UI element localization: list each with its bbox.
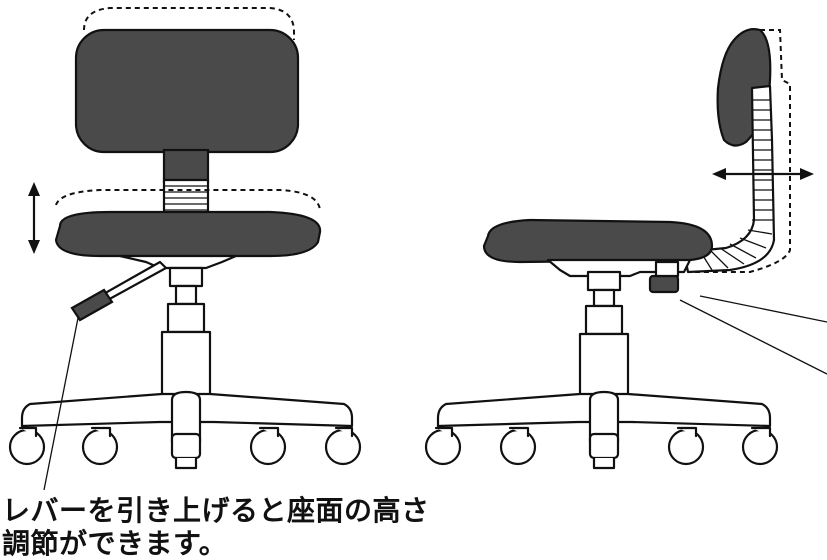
front-caster-center [170,432,202,470]
side-caster-center [588,432,620,470]
side-seat [482,218,714,264]
front-leg-center [170,390,202,444]
front-lever-grip [70,288,114,322]
callout-line-lower [679,299,827,375]
front-cylinder-top [168,266,204,288]
front-lever [98,260,168,304]
front-seat-raised-outline [55,189,321,211]
front-backrest [74,28,300,154]
front-cylinder-mid [174,284,198,306]
front-caster-3 [249,428,287,466]
side-caster-1 [424,428,462,466]
front-caster-4 [324,428,362,466]
side-cylinder-upper [584,304,624,336]
side-caster-3 [667,428,705,466]
depth-arrow-icon [712,168,814,180]
callout-line-upper [699,295,827,323]
caption: レバーを引き上げると座面の高さ 調節ができます。 [2,494,430,560]
side-caster-2 [499,428,537,466]
front-caster-2 [81,428,119,466]
side-spring-ribs [699,99,773,271]
caption-line-1: レバーを引き上げると座面の高さ [2,494,430,527]
side-cylinder-mid [592,288,616,308]
front-backrest-column [162,148,210,184]
front-cylinder-body [160,330,212,400]
front-seat-mechanism [118,254,238,270]
side-caster-4 [741,428,779,466]
side-cylinder-top [586,270,622,292]
front-chair-illustration [8,7,362,491]
front-cylinder-upper [166,302,206,334]
height-arrow-icon [28,182,40,254]
side-cylinder-body [578,332,630,402]
side-chair-illustration [424,28,827,470]
caption-line-2: 調節ができます。 [2,527,228,560]
front-backrest-raised-outline [83,7,295,40]
side-backrest-raised-outline [690,29,791,273]
side-seat-mechanism [546,258,692,278]
front-caster-1 [8,428,46,466]
caption-leader-line [43,317,79,491]
front-seat [54,210,322,258]
side-leg-center [588,390,620,444]
side-adjust-knob [648,274,680,294]
